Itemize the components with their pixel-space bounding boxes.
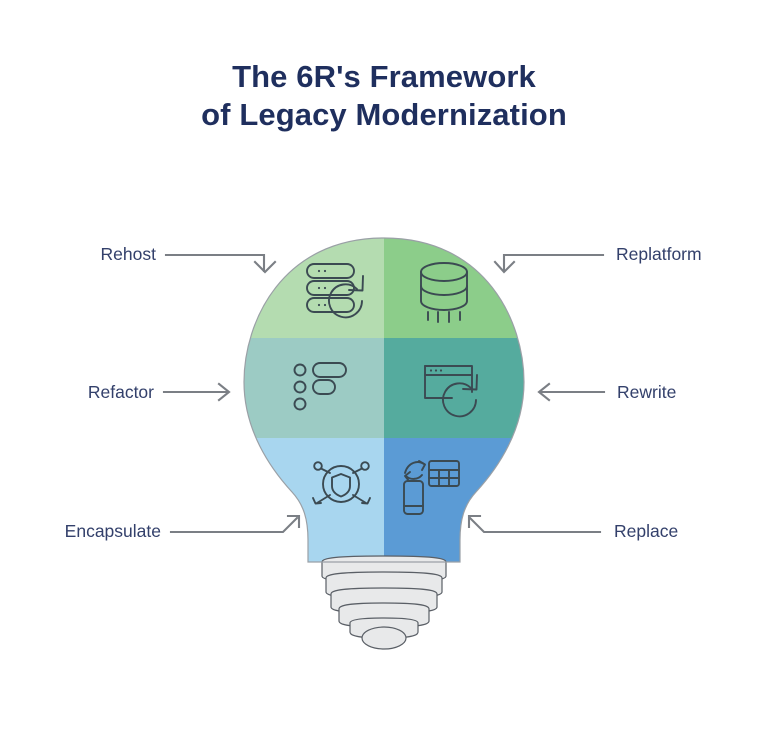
bulb-screw-base — [321, 555, 447, 650]
page-title: The 6R's Framework of Legacy Modernizati… — [0, 58, 768, 135]
label-refactor: Refactor — [87, 382, 154, 402]
label-rehost: Rehost — [100, 244, 156, 264]
segment-refactor — [244, 338, 384, 438]
title-line-2: of Legacy Modernization — [201, 97, 567, 133]
bulb-segments-group — [244, 238, 524, 562]
label-replace: Replace — [614, 521, 679, 541]
label-replatform: Replatform — [616, 244, 702, 264]
server-rack-refresh-icon — [306, 263, 364, 319]
segment-replace — [384, 438, 524, 562]
browser-window-refresh-icon — [424, 365, 478, 418]
title-line-1: The 6R's Framework — [232, 59, 536, 94]
database-cylinder-icon — [420, 262, 468, 323]
segment-rehost — [244, 238, 384, 338]
toggle-list-icon — [293, 362, 347, 411]
segment-encapsulate — [244, 438, 384, 562]
segment-replatform — [384, 238, 524, 338]
segment-rewrite — [384, 338, 524, 438]
label-rewrite: Rewrite — [617, 382, 677, 402]
shield-network-icon — [312, 461, 371, 505]
bulb-outline — [243, 237, 525, 563]
device-swap-grid-icon — [403, 460, 460, 515]
label-encapsulate: Encapsulate — [64, 521, 161, 541]
